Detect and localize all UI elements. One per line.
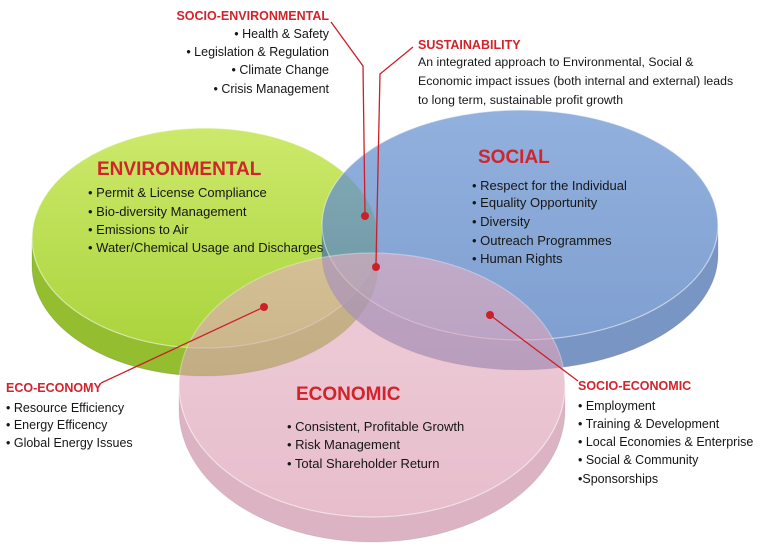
sustainability-callout: SUSTAINABILITY An integrated approach to… <box>418 38 733 107</box>
social-item: • Respect for the Individual <box>472 178 627 193</box>
socio-economic-item: •Sponsorships <box>578 472 658 486</box>
social-label: SOCIAL • Respect for the Individual • Eq… <box>472 147 627 266</box>
socio-economic-item: • Training & Development <box>578 417 720 431</box>
social-item: • Equality Opportunity <box>472 195 598 210</box>
economic-title: ECONOMIC <box>296 384 401 405</box>
eco-economy-leader-line <box>100 306 265 384</box>
socio-economic-item: • Local Economies & Enterprise <box>578 435 753 449</box>
economic-item: • Consistent, Profitable Growth <box>287 419 464 434</box>
environmental-label: ENVIRONMENTAL • Permit & License Complia… <box>88 159 324 255</box>
social-item: • Outreach Programmes <box>472 233 612 248</box>
socio-economic-item: • Social & Community <box>578 453 699 467</box>
sustainability-marker-dot <box>372 263 380 271</box>
sustainability-description-line: Economic impact issues (both internal an… <box>418 74 733 88</box>
socio-environmental-item: • Legislation & Regulation <box>186 45 329 59</box>
socio-economic-callout: SOCIO-ECONOMIC • Employment • Training &… <box>578 379 753 486</box>
economic-disc-top <box>178 252 566 518</box>
socio-environmental-leader-line <box>330 21 366 215</box>
social-item: • Human Rights <box>472 251 563 266</box>
eco-economy-item: • Energy Efficency <box>6 418 108 432</box>
socio-economic-title: SOCIO-ECONOMIC <box>578 379 691 393</box>
environmental-item: • Bio-diversity Management <box>88 204 247 219</box>
environmental-item: • Permit & License Compliance <box>88 185 267 200</box>
economic-item: • Risk Management <box>287 437 400 452</box>
social-title: SOCIAL <box>478 147 550 168</box>
sustainability-leader-line <box>375 46 414 265</box>
eco-economy-callout: ECO-ECONOMY • Resource Efficiency • Ener… <box>6 381 133 450</box>
sustainability-title: SUSTAINABILITY <box>418 38 521 52</box>
socio-environmental-item: • Health & Safety <box>234 27 329 41</box>
eco-economy-marker-dot <box>260 303 268 311</box>
eco-economy-item: • Resource Efficiency <box>6 401 125 415</box>
socio-economic-item: • Employment <box>578 399 656 413</box>
economic-disc <box>178 252 566 543</box>
socio-environmental-item: • Climate Change <box>232 63 330 77</box>
economic-item: • Total Shareholder Return <box>287 456 439 471</box>
eco-economy-item: • Global Energy Issues <box>6 436 133 450</box>
sustainability-description-line: An integrated approach to Environmental,… <box>418 55 694 69</box>
sustainability-description-line: to long term, sustainable profit growth <box>418 93 623 107</box>
socio-environmental-title: SOCIO-ENVIRONMENTAL <box>176 9 329 23</box>
economic-label: ECONOMIC • Consistent, Profitable Growth… <box>287 384 464 471</box>
socio-environmental-item: • Crisis Management <box>213 82 329 96</box>
environmental-item: • Water/Chemical Usage and Discharges <box>88 240 324 255</box>
eco-economy-title: ECO-ECONOMY <box>6 381 103 395</box>
socio-economic-marker-dot <box>486 311 494 319</box>
socio-environmental-callout: SOCIO-ENVIRONMENTAL • Health & Safety • … <box>176 9 329 96</box>
environmental-item: • Emissions to Air <box>88 222 189 237</box>
socio-environmental-marker-dot <box>361 212 369 220</box>
environmental-title: ENVIRONMENTAL <box>97 159 262 180</box>
socio-economic-leader-line <box>489 314 579 382</box>
social-item: • Diversity <box>472 214 530 229</box>
